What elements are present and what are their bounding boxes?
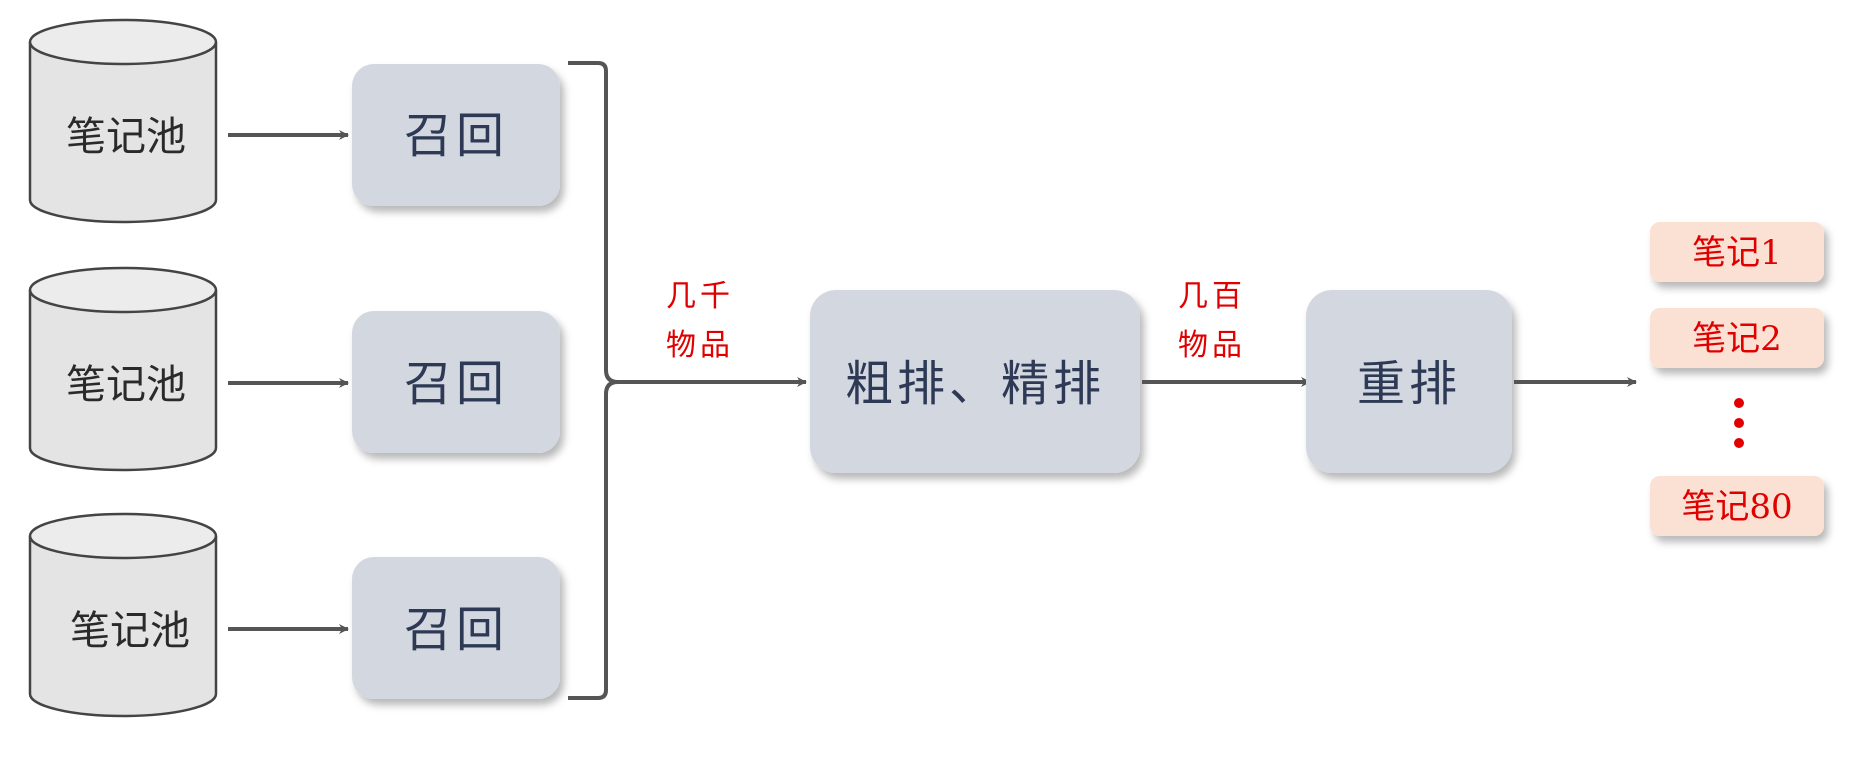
- rank-count-line-1: 几百: [1178, 279, 1246, 314]
- note-pool-label: 笔记池: [70, 608, 190, 654]
- recall-box-2: 召回: [352, 311, 560, 453]
- output-note-label: 笔记2: [1692, 319, 1782, 359]
- output-note-label: 笔记80: [1681, 487, 1792, 527]
- recall-count-line-1: 几千: [666, 279, 734, 314]
- ellipsis-dots: [1734, 398, 1744, 448]
- recall-label: 召回: [404, 602, 508, 658]
- recall-box-3: 召回: [352, 557, 560, 699]
- rerank-stage-label: 重排: [1357, 356, 1461, 412]
- note-pool-label: 笔记池: [66, 362, 186, 408]
- recall-count-line-2: 物品: [666, 328, 734, 363]
- note-pool-2: 笔记池: [28, 266, 218, 472]
- rank-stage-box: 粗排、精排: [810, 290, 1140, 473]
- rank-stage-label: 粗排、精排: [845, 356, 1105, 412]
- note-pool-label: 笔记池: [66, 114, 186, 160]
- recall-box-1: 召回: [352, 64, 560, 206]
- merge-brace: [568, 61, 619, 700]
- recall-label: 召回: [404, 356, 508, 412]
- recall-label: 召回: [404, 108, 508, 164]
- note-pool-1: 笔记池: [28, 18, 218, 224]
- note-pool-3: 笔记池: [28, 512, 218, 718]
- output-note-label: 笔记1: [1692, 233, 1782, 273]
- rank-count-line-2: 物品: [1178, 328, 1246, 363]
- output-note-3: 笔记80: [1650, 476, 1824, 536]
- output-note-2: 笔记2: [1650, 308, 1824, 368]
- output-note-1: 笔记1: [1650, 222, 1824, 282]
- rerank-stage-box: 重排: [1306, 290, 1512, 473]
